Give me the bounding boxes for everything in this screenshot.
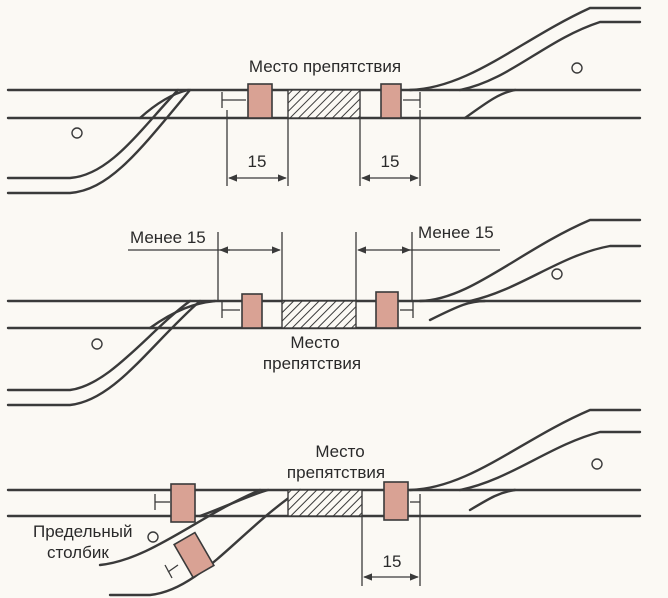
obstacle-zone xyxy=(287,489,363,517)
dimension-right: Менее 15 xyxy=(355,223,500,300)
obstacle-label-line2: препятствия xyxy=(263,354,361,373)
dimension-left-label: 15 xyxy=(248,152,267,171)
signal-block-left xyxy=(247,83,273,119)
dimension-right: 15 xyxy=(361,510,421,586)
limit-post-icon xyxy=(591,458,603,470)
track-lines xyxy=(6,218,642,407)
dimension-right-label: 15 xyxy=(383,552,402,571)
post-label-line2: столбик xyxy=(47,543,109,562)
limit-post-icon xyxy=(551,268,563,280)
signal-block-left xyxy=(170,483,196,523)
obstacle-label: Место препятствия xyxy=(249,57,401,76)
signal-block-left xyxy=(241,293,263,329)
post-label-line1: Предельный xyxy=(33,522,132,541)
dimension-left: 15 xyxy=(226,110,289,186)
obstacle-label-line2: препятствия xyxy=(287,463,385,482)
panel-3: Место препятствия Предельный столбик 15 xyxy=(6,408,642,597)
signal-block-right xyxy=(380,83,402,119)
limit-post-icon xyxy=(71,127,83,139)
dimension-right-label: 15 xyxy=(381,152,400,171)
limit-post-icon xyxy=(147,531,159,543)
signal-block-right xyxy=(375,291,399,329)
limit-post-icon xyxy=(571,62,583,74)
panel-2: Менее 15 Менее 15 Место препятствия xyxy=(6,218,642,407)
dimension-left-label: Менее 15 xyxy=(130,228,206,247)
obstacle-zone xyxy=(281,300,357,329)
limit-post-icon xyxy=(91,338,103,350)
dimension-left: Менее 15 xyxy=(128,228,283,300)
obstacle-label-line1: Место xyxy=(290,333,339,352)
panel-1: Место препятствия 15 15 xyxy=(6,6,642,195)
dimension-right: 15 xyxy=(359,110,421,186)
dimension-right-label: Менее 15 xyxy=(418,223,494,242)
signal-block-right xyxy=(383,481,409,521)
signal-block-branch xyxy=(173,531,215,579)
obstacle-zone xyxy=(287,89,361,119)
obstacle-label-line1: Место xyxy=(315,442,364,461)
